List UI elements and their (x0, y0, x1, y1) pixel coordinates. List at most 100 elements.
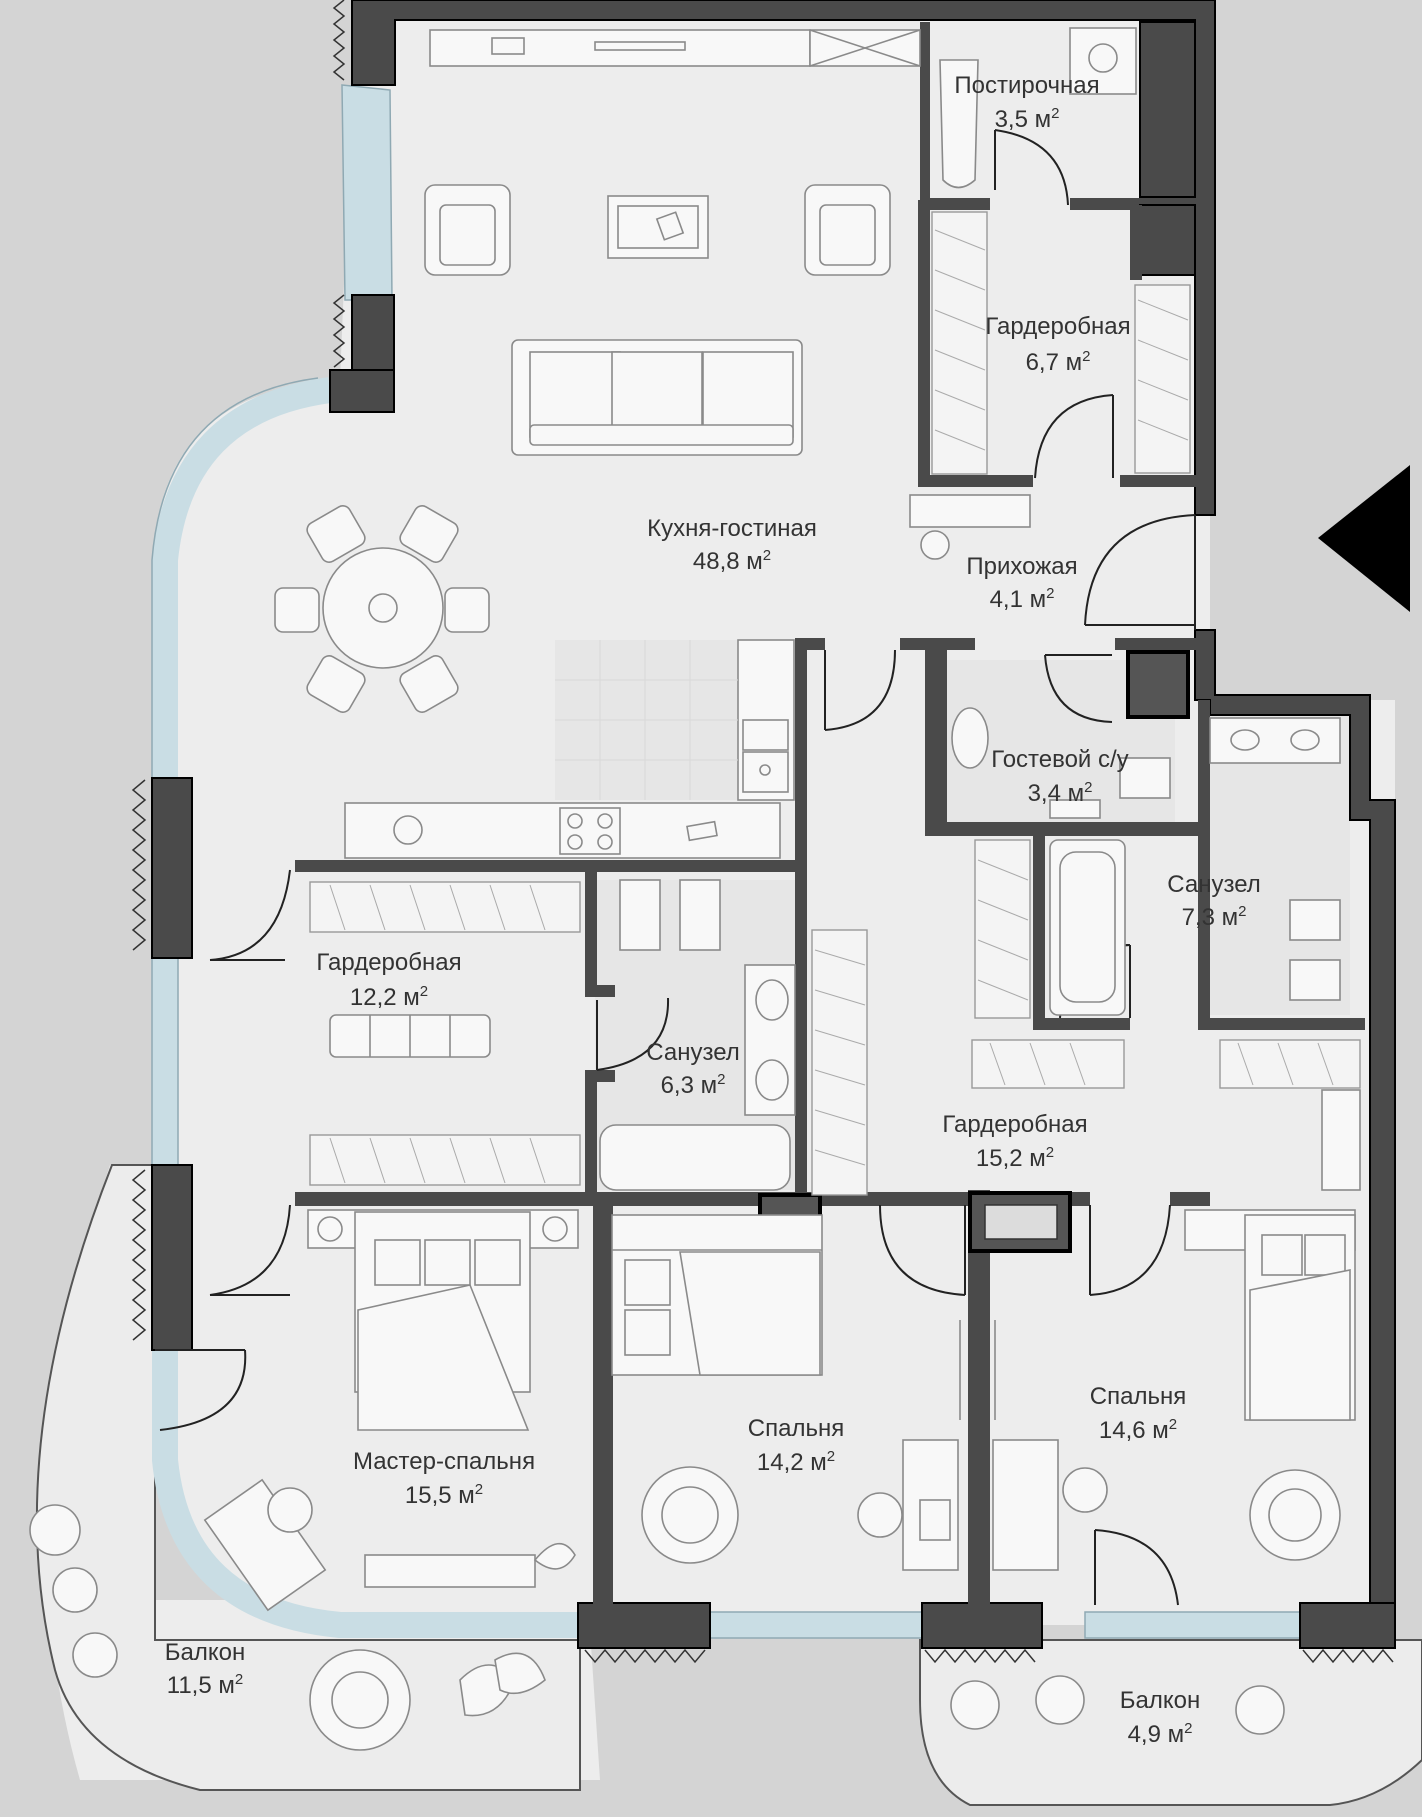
facade-glazing-bottom-right (1084, 1611, 1306, 1639)
room-name: Кухня-гостиная (647, 515, 817, 542)
facade-glazing-bottom-mid (709, 1611, 926, 1639)
wardrobe-top-right (1134, 284, 1191, 474)
wall-bedrooms-top (295, 1192, 1055, 1206)
bedroom-center-bed (611, 1214, 823, 1376)
label-bedroom-center: Спальня 14,2 м2 (748, 1415, 844, 1476)
label-hallway: Прихожая 4,1 м2 (966, 553, 1077, 613)
label-kitchen-living: Кухня-гостиная 48,8 м2 (647, 515, 817, 575)
facade-glazing-bottom-curve (152, 1350, 580, 1638)
balcony-left-furniture (29, 1504, 546, 1751)
wardrobe-top-left (931, 211, 988, 475)
room-area: 12,2 м2 (350, 983, 428, 1011)
room-area: 4,1 м2 (990, 585, 1055, 613)
room-name: Прихожая (966, 553, 1077, 580)
room-name: Постирочная (954, 72, 1099, 99)
wall-bath-center-door (585, 985, 615, 997)
bedroom-center-armchair (641, 1466, 739, 1564)
room-area: 14,2 м2 (757, 1448, 835, 1476)
wall-pillar-left-mid (151, 777, 193, 959)
wall-wardrobe-left (918, 200, 930, 485)
door-balcony-right[interactable] (1094, 1529, 1179, 1606)
door-kitchen-corridor[interactable] (824, 649, 896, 731)
wall-master-right (593, 1205, 613, 1605)
sofa (511, 339, 803, 456)
facade-zigzag-left-low (131, 1169, 147, 1341)
door-wardrobe-left[interactable] (209, 869, 291, 961)
room-area: 4,9 м2 (1128, 1720, 1193, 1748)
wall-wardrobe-bottom-b (1120, 475, 1200, 487)
room-area: 15,2 м2 (976, 1144, 1054, 1172)
wall-block-bottom-mid (921, 1602, 1043, 1649)
wall-pillar-top-left-b (329, 369, 395, 413)
facade-zigzag-bottom (584, 1648, 1394, 1664)
wall-laundry-bottom (920, 198, 990, 210)
wall-bath-center-left-b (585, 1070, 597, 1200)
shaft-mid-right (1139, 204, 1196, 276)
door-bedroom-right[interactable] (1089, 1204, 1171, 1296)
wall-wardrobe-left-top (295, 860, 805, 872)
wall-bath-center-door-b (585, 1070, 615, 1082)
shaft-top-right (1139, 21, 1196, 198)
door-balcony-left[interactable] (155, 1349, 247, 1431)
bath-center-fixtures (599, 879, 868, 1196)
room-name: Гардеробная (942, 1111, 1087, 1138)
label-bathroom-center: Санузел 6,3 м2 (646, 1039, 740, 1099)
facade-glazing-top (341, 84, 393, 301)
wall-guest-wc-top (900, 638, 975, 650)
room-name: Санузел (646, 1039, 740, 1066)
door-entrance[interactable] (1084, 514, 1196, 630)
door-wardrobe-top[interactable] (1034, 394, 1114, 479)
entrance-arrow-icon (1318, 465, 1410, 612)
kitchen-island (344, 802, 781, 859)
facade-glazing-curve (152, 377, 332, 780)
master-bed (307, 1209, 579, 1431)
facade-zigzag-left-mid (131, 779, 147, 951)
master-desk (203, 1478, 536, 1612)
kitchen-top-cabinets (429, 29, 921, 67)
room-area: 14,6 м2 (1099, 1416, 1177, 1444)
room-name: Гостевой с/у (991, 746, 1128, 773)
room-area: 7,3 м2 (1182, 903, 1247, 931)
wall-bath-right-left (1198, 700, 1210, 1030)
pillar-bedroom-right-inner (984, 1204, 1058, 1240)
wall-block-bottom-left (577, 1602, 711, 1649)
label-balcony-right: Балкон 4,9 м2 (1120, 1687, 1200, 1748)
wall-bath-right-bottom (1035, 1018, 1130, 1030)
wall-block-bottom-right (1299, 1602, 1396, 1649)
kitchen-tile-grid (555, 640, 738, 800)
room-area: 11,5 м2 (167, 1671, 243, 1699)
hallway-console (909, 494, 1031, 560)
door-bedroom-center[interactable] (879, 1204, 966, 1296)
door-bath-center[interactable] (596, 997, 670, 1071)
balcony-right-furniture (950, 1675, 1285, 1735)
wall-bath-right-bottom-b (1210, 1018, 1365, 1030)
wall-wardrobe-right (1130, 205, 1142, 280)
wall-pillar-left-low (151, 1164, 193, 1351)
door-master-bedroom[interactable] (209, 1204, 291, 1296)
label-bathroom-right: Санузел 7,3 м2 (1167, 871, 1261, 931)
bath-right-fixtures (974, 717, 1341, 1019)
master-plant (533, 1542, 576, 1570)
room-name: Балкон (1120, 1687, 1200, 1714)
door-laundry[interactable] (994, 129, 1069, 206)
bedroom-desk-shared (992, 1320, 1108, 1571)
wardrobe-center-shelves (971, 1039, 1361, 1191)
armchair-left (424, 184, 511, 276)
room-name: Спальня (1090, 1383, 1186, 1410)
door-guest-wc[interactable] (1044, 654, 1113, 723)
wall-bath-center-left (585, 872, 597, 997)
bedroom-right-bed (1184, 1209, 1356, 1421)
bedroom-right-armchair (1249, 1469, 1341, 1561)
room-name: Гардеробная (316, 949, 461, 976)
wall-bedrooms-top-c (1170, 1192, 1210, 1206)
kitchen-counter-right (737, 639, 795, 801)
room-name: Гардеробная (985, 313, 1130, 340)
bedroom-center-desk (857, 1320, 961, 1571)
facade-glazing-left-mid (151, 949, 179, 1171)
coffee-table (607, 195, 709, 259)
room-name: Санузел (1167, 871, 1261, 898)
room-area: 6,7 м2 (1026, 348, 1091, 376)
wall-laundry-left (920, 22, 930, 207)
facade-zigzag-left-top (332, 294, 346, 368)
